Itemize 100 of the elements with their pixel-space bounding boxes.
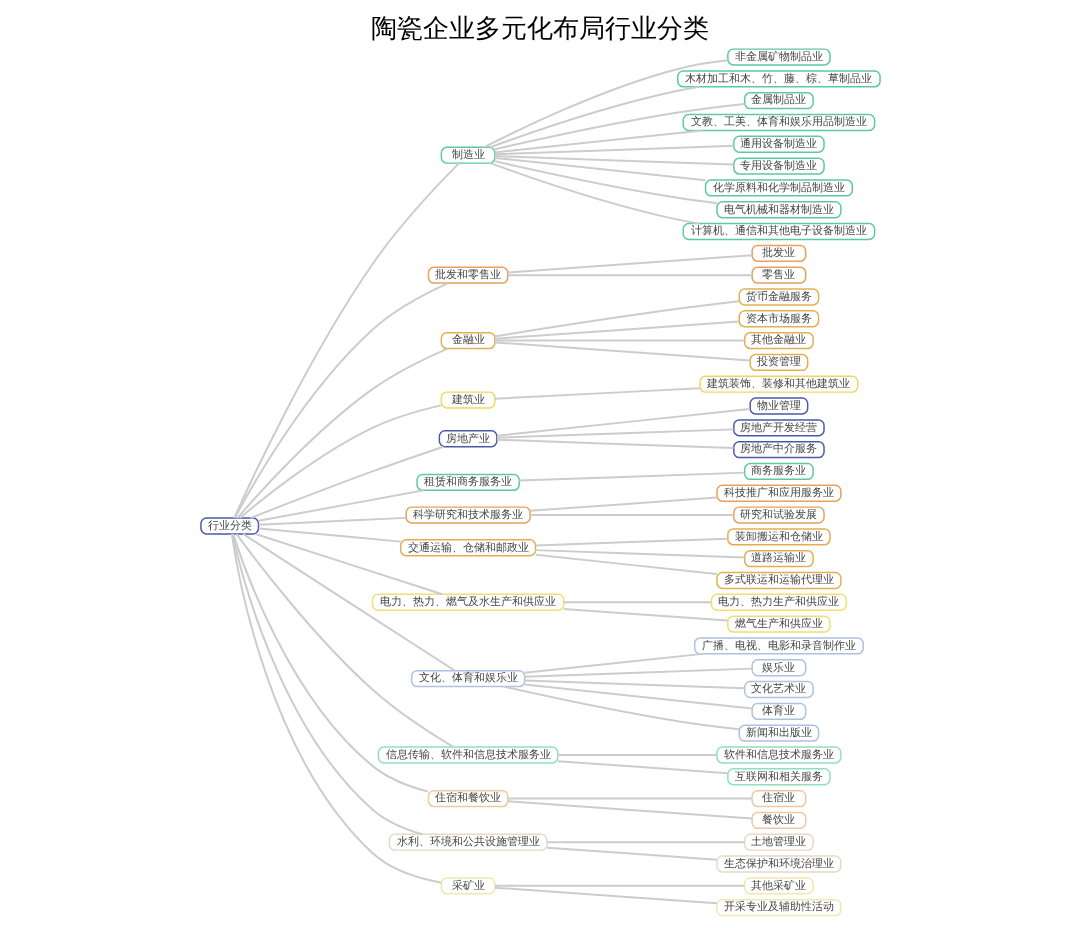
node-box: 研究和试验发展 (732, 506, 825, 524)
connector (238, 404, 442, 519)
connector (488, 162, 700, 225)
node-box: 物业管理 (748, 397, 808, 415)
connector (562, 608, 729, 622)
node-box: 制造业 (440, 146, 496, 164)
connector (488, 85, 700, 149)
connector (232, 162, 460, 519)
connector (534, 537, 729, 547)
connector (493, 160, 718, 205)
node-box: 专用设备制造业 (732, 157, 825, 175)
node-box: 文教、工美、体育和娱乐用品制造业 (682, 113, 875, 132)
node-box: 金属制品业 (743, 92, 814, 110)
connector (556, 760, 729, 775)
node-box: 其他金融业 (743, 331, 814, 350)
node-box: 住宿和餐饮业 (427, 789, 509, 808)
connector (495, 408, 751, 437)
node-box: 商务服务业 (743, 462, 814, 481)
connector (493, 387, 701, 400)
node-box: 建筑装饰、装修和其他建筑业 (698, 375, 858, 393)
connector (517, 471, 745, 482)
connector (231, 532, 429, 793)
connector (545, 846, 718, 861)
node-box: 租赁和商务服务业 (415, 473, 520, 491)
connector (534, 549, 746, 559)
node-box: 燃气生产和供应业 (726, 615, 831, 633)
connector (523, 679, 746, 690)
node-box: 电力、热力生产和供应业 (710, 593, 847, 611)
node-box: 体育业 (750, 702, 806, 720)
node-box: 电力、热力、燃气及水生产和供应业 (371, 593, 565, 611)
node-box: 电气机械和器材制造业 (715, 201, 842, 219)
node-box: 水利、环境和公共设施管理业 (388, 833, 548, 851)
node-box: 化学原料和化学制品制造业 (704, 179, 853, 197)
connector (506, 797, 753, 800)
connector (502, 685, 740, 731)
node-box: 互联网和相关服务 (726, 768, 831, 786)
node-box: 科技推广和应用服务业 (715, 484, 842, 502)
node-box: 计算机、通信和其他电子设备制造业 (682, 222, 875, 241)
node-box: 货币金融服务 (738, 288, 819, 306)
connector (257, 516, 407, 526)
connector (233, 282, 449, 519)
connector (493, 886, 718, 905)
connector (523, 667, 753, 678)
connector (493, 129, 704, 154)
connector (249, 445, 444, 519)
node-box: 生态保护和环境治理业 (715, 855, 842, 873)
connector (257, 489, 425, 522)
connector (528, 496, 718, 512)
connector (562, 601, 712, 604)
connector (556, 753, 717, 756)
node-box: 文化艺术业 (743, 680, 814, 699)
node-box: 餐饮业 (750, 811, 806, 830)
connector (493, 341, 751, 362)
node-box: 资本市场服务 (738, 310, 819, 328)
connector (495, 438, 735, 450)
node-box: 木材加工和木、竹、藤、棕、草制品业 (676, 70, 881, 88)
connector (493, 339, 746, 342)
connector (257, 527, 402, 543)
connector (493, 156, 706, 182)
connector (230, 533, 423, 836)
connector (523, 683, 753, 710)
node-box: 住宿业 (750, 789, 806, 808)
connector (230, 532, 442, 884)
node-box: 房地产中介服务 (732, 440, 825, 459)
node-box: 建筑业 (440, 391, 496, 409)
node-box: 其他采矿业 (743, 877, 814, 895)
node-box: 采矿业 (440, 877, 496, 895)
node-box: 开采专业及辅助性活动 (715, 898, 842, 917)
node-box: 多式联运和运输代理业 (715, 571, 842, 590)
node-box: 房地产开发经营 (732, 419, 825, 437)
connector (493, 144, 735, 156)
connector (506, 254, 753, 274)
connector (528, 514, 734, 517)
node-box: 行业分类 (199, 517, 259, 535)
node-box: 通用设备制造业 (732, 135, 825, 153)
connector (506, 274, 753, 277)
node-box: 娱乐业 (750, 659, 806, 677)
connector (482, 59, 729, 149)
connector (235, 347, 449, 519)
connector (241, 532, 456, 672)
node-box: 软件和信息技术服务业 (715, 746, 842, 764)
diagram-title: 陶瓷企业多元化布局行业分类 (371, 13, 709, 44)
node-box: 非金属矿物制品业 (726, 48, 831, 66)
connector (254, 533, 443, 596)
connector (235, 533, 454, 748)
node-box: 投资管理 (748, 353, 808, 372)
connector (495, 428, 735, 439)
node-box: 零售业 (750, 266, 806, 284)
node-box: 新闻和出版业 (738, 724, 819, 742)
connector (506, 800, 753, 820)
connector (493, 155, 735, 166)
node-box: 道路运输业 (743, 550, 814, 568)
node-box: 广播、电视、电影和录音制作业 (693, 637, 864, 655)
connector (534, 553, 718, 575)
node-box: 信息传输、软件和信息技术服务业 (377, 746, 559, 764)
node-box: 装卸搬运和仓储业 (726, 528, 831, 546)
node-box: 批发和零售业 (427, 266, 509, 284)
connector (523, 652, 704, 674)
connector (493, 320, 740, 340)
node-box: 房地产业 (438, 430, 498, 448)
